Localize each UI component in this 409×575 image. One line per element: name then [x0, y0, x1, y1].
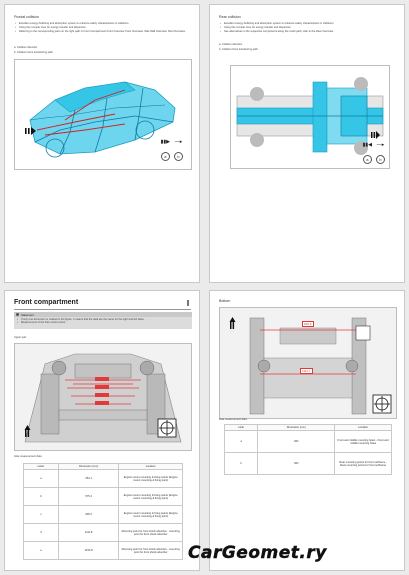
statement-notes: If only one dimension is marked in the f… [14, 317, 192, 326]
bottom-figure: 600.5 1111.7 [219, 307, 397, 419]
cell-location: Engine mount mounting & fixing points (E… [118, 469, 183, 488]
cell-letter: c [23, 505, 59, 524]
bullet-item: Excellent energy-buffering and absorptio… [219, 22, 397, 26]
cell-dimension: 964 [257, 430, 336, 453]
dimension-label-upper: 600.5 [302, 321, 314, 327]
legend-transfer-path: b. Collision force transferring path [219, 48, 258, 51]
label-b: b [174, 152, 183, 161]
page-title: Bottom [219, 299, 231, 303]
table-title: Hole measurement data [219, 418, 247, 421]
watermark-logo: CarGeomet.ry [188, 543, 327, 563]
cell-letter: a [223, 430, 259, 453]
path-legend: —▸ b [174, 139, 183, 163]
bullet-list: Excellent energy-buffering and absorptio… [219, 22, 397, 33]
statement-box: Statement If only one dimension is marke… [14, 312, 192, 329]
cell-location: Mounting point for front shock absorber … [118, 523, 183, 542]
label-a: a [362, 155, 372, 164]
info-icon [16, 313, 19, 317]
cell-dimension: 906.2 [57, 505, 120, 524]
table-row: a 654.1 Engine mount mounting & fixing p… [23, 469, 183, 488]
legend-buttons: ▮▮▶ a —▸ b [161, 139, 183, 163]
front-compartment-figure [14, 343, 192, 451]
page-rear-collision: Rear collision Excellent energy-bufferin… [209, 4, 405, 283]
cell-letter: a [23, 469, 59, 488]
front-compartment-illustration [15, 344, 191, 450]
cell-dimension: 1153.8 [57, 541, 120, 560]
page-title: Rear collision [219, 15, 241, 19]
cell-dimension: 964 [257, 452, 336, 475]
table-row: b 964 Rear mounting points for front sub… [223, 452, 392, 475]
table-row: b 575.4 Engine mount mounting & fixing p… [23, 487, 183, 506]
cell-location: Mounting point for front shock absorber … [118, 541, 183, 560]
bullet-item: Using the crumple zone for energy transf… [14, 26, 192, 30]
legend-buttons: ▮▮◀ a —▸ b [363, 142, 385, 166]
bullet-list: Excellent energy-buffering and absorptio… [14, 22, 192, 33]
statement-label: Statement [21, 312, 34, 317]
cell-dimension: 654.1 [57, 469, 120, 488]
cell-location: Rear mounting points for front subframe … [334, 452, 392, 475]
bullet-item: Excellent energy-buffering and absorptio… [14, 22, 192, 26]
cell-letter: b [223, 452, 259, 475]
compass-crosshair-icon [372, 394, 392, 414]
legend-collision-direction: a. Collision direction [14, 46, 38, 49]
section-subtitle: Upper part [14, 336, 27, 339]
page-marker-icon [187, 300, 189, 306]
page-front-compartment: Front compartment Statement If only one … [4, 290, 200, 571]
transfer-arrow-icon: —▸ [174, 139, 183, 145]
cell-location: Engine mount mounting & fixing points (E… [118, 505, 183, 524]
table-row: d 1111.8 Mounting point for front shock … [23, 523, 183, 542]
collision-arrow-icon: ▮▮▶ [160, 139, 170, 145]
direction-legend: ▮▮▶ a [161, 139, 170, 163]
page-frontal-collision: Frontal collision Excellent energy-buffe… [4, 4, 200, 283]
bullet-item: Using the crumple zone for energy transf… [219, 26, 397, 30]
car-body-frame-illustration [25, 81, 176, 158]
direction-legend: ▮▮◀ a [363, 142, 372, 166]
underbody-figure: ▮▮◀ a —▸ b [230, 65, 390, 169]
cell-dimension: 575.4 [57, 487, 120, 506]
cell-location: Engine mount mounting & fixing points (E… [118, 487, 183, 506]
label-b: b [376, 155, 385, 164]
measurement-table: Hole Dimension (mm) Location a 964 Front… [223, 424, 392, 475]
cell-location: Front and middle mounting holes - Front … [334, 430, 392, 453]
table-row: a 964 Front and middle mounting holes - … [223, 430, 392, 453]
statement-header: Statement [14, 312, 192, 318]
label-a: a [160, 152, 170, 161]
underbody-frame-illustration [236, 77, 384, 155]
collision-arrow-icon: ▮▮◀ [362, 142, 372, 148]
compass-crosshair-icon [157, 418, 177, 438]
cell-letter: e [23, 541, 59, 560]
path-legend: —▸ b [376, 142, 385, 166]
table-row: e 1153.8 Mounting point for front shock … [23, 541, 183, 560]
table-title: Hole measurement data [14, 455, 42, 458]
page-title: Front compartment [14, 299, 79, 306]
statement-note: Measurement of the hole center points. [16, 321, 190, 325]
measurement-table: Letter Dimension (mm) Location a 654.1 E… [23, 463, 183, 560]
title-rule [14, 309, 191, 310]
page-bottom: Bottom 600.5 [209, 290, 405, 571]
cell-dimension: 1111.8 [57, 523, 120, 542]
bullet-item: See alternatives in the respective compo… [219, 30, 397, 34]
cell-letter: b [23, 487, 59, 506]
transfer-arrow-icon: —▸ [376, 142, 385, 148]
cell-letter: d [23, 523, 59, 542]
car-body-figure: ▮▮▶ a —▸ b [14, 59, 192, 170]
table-row: c 906.2 Engine mount mounting & fixing p… [23, 505, 183, 524]
legend-collision-direction: a. Collision direction [219, 43, 243, 46]
statement-note: If only one dimension is marked in the f… [16, 318, 190, 322]
dimension-label-lower: 1111.7 [300, 368, 313, 374]
bullet-item: Referring to the corresponding parts on … [14, 30, 192, 34]
page-title: Frontal collision [14, 15, 39, 19]
legend-transfer-path: b. Collision force transferring path [14, 51, 53, 54]
